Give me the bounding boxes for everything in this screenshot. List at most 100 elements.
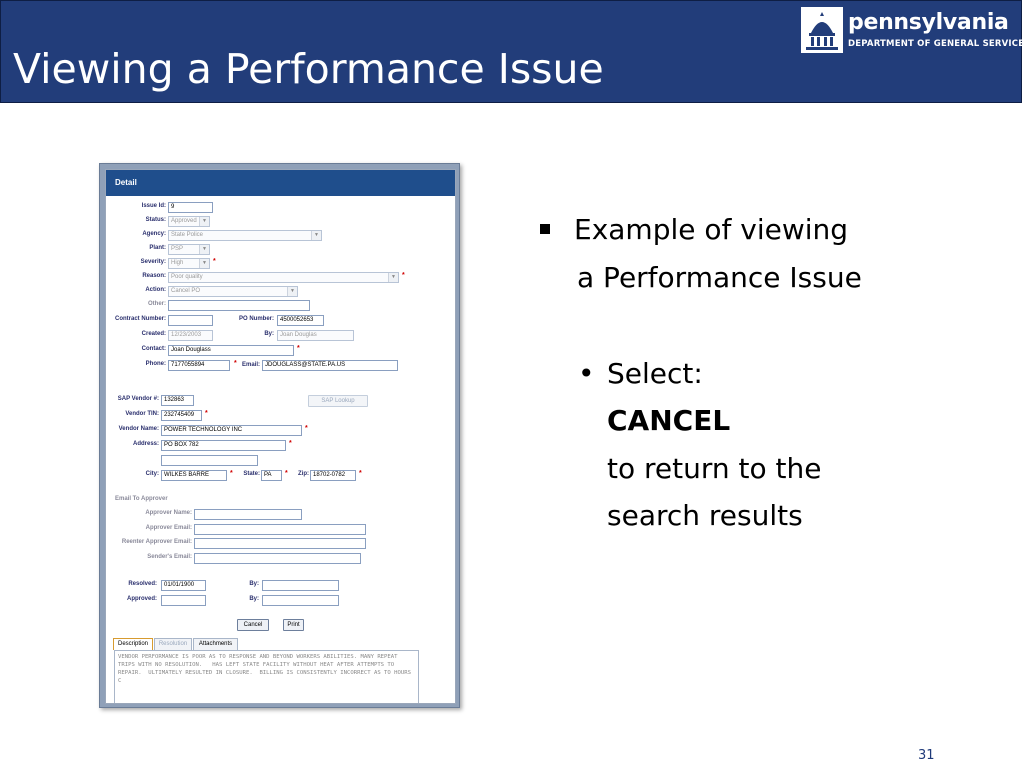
reenter-approver-email-label: Reenter Approver Email:: [121, 539, 192, 545]
phone-field[interactable]: 7177055894: [168, 360, 230, 371]
pa-dgs-logo: pennsylvania DEPARTMENT OF GENERAL SERVI…: [801, 7, 1024, 55]
status-label: Status:: [145, 217, 166, 223]
approved-field[interactable]: [161, 595, 206, 606]
main-bullet-line2: a Performance Issue: [577, 261, 862, 294]
cancel-button[interactable]: Cancel: [237, 619, 269, 631]
phone-label: Phone:: [145, 361, 166, 367]
po-number-field[interactable]: 4500052653: [277, 315, 324, 326]
sub-bullet-line1: Select:: [607, 357, 703, 390]
agency-label: Agency:: [142, 231, 166, 237]
contact-label: Contact:: [141, 346, 166, 352]
address-label: Address:: [132, 441, 159, 447]
resolved-label: Resolved:: [128, 581, 157, 587]
print-button[interactable]: Print: [283, 619, 304, 631]
logo-department: DEPARTMENT OF GENERAL SERVICES: [848, 39, 1024, 49]
required-marker: *: [359, 470, 362, 477]
issue-id-field[interactable]: 9: [168, 202, 213, 213]
email-field[interactable]: JDOUGLASS@STATE.PA.US: [262, 360, 398, 371]
approver-name-field[interactable]: [194, 509, 302, 520]
reason-value: Poor quality: [171, 274, 203, 280]
created-by-field: Joan Douglas: [277, 330, 354, 341]
plant-select[interactable]: PSP ▼: [168, 244, 210, 255]
description-textarea[interactable]: VENDOR PERFORMANCE IS POOR AS TO RESPONS…: [114, 650, 419, 703]
senders-email-field[interactable]: [194, 553, 361, 564]
detail-form: Detail Issue Id: 9 Status: Approved▼ Age…: [105, 169, 456, 704]
required-marker: *: [305, 425, 308, 432]
slide-header: Viewing a Performance Issue pennsylvania…: [0, 0, 1024, 103]
other-field[interactable]: [168, 300, 310, 311]
issue-id-label: Issue Id:: [141, 203, 166, 209]
required-marker: *: [234, 360, 237, 367]
approved-by-label: By:: [249, 596, 259, 602]
chevron-down-icon: ▼: [311, 231, 321, 240]
created-label: Created:: [141, 331, 166, 337]
square-bullet-icon: [540, 224, 550, 234]
reason-label: Reason:: [142, 273, 166, 279]
contact-field[interactable]: Joan Douglass: [168, 345, 294, 356]
required-marker: *: [285, 470, 288, 477]
resolved-by-label: By:: [249, 581, 259, 587]
agency-select[interactable]: State Police ▼: [168, 230, 322, 241]
sub-bullet-cancel: CANCEL: [607, 404, 731, 437]
plant-value: PSP: [171, 246, 184, 252]
created-by-label: By:: [264, 331, 274, 337]
senders-email-label: Sender's Email:: [147, 554, 192, 560]
vendor-tin-label: Vendor TIN:: [125, 411, 159, 417]
severity-select[interactable]: High ▼: [168, 258, 210, 269]
sub-bullet-line3: to return to the: [607, 452, 822, 485]
chevron-down-icon: ▼: [199, 245, 209, 254]
logo-name: pennsylvania: [848, 10, 1009, 35]
city-field[interactable]: WILKES BARRE: [161, 470, 227, 481]
status-select[interactable]: Approved▼: [168, 216, 210, 227]
reenter-approver-email-field[interactable]: [194, 538, 366, 549]
agency-value: State Police: [171, 232, 204, 238]
required-marker: *: [213, 258, 216, 265]
action-label: Action:: [145, 287, 166, 293]
approver-name-label: Approver Name:: [145, 510, 192, 516]
sap-lookup-button[interactable]: SAP Lookup: [308, 395, 368, 407]
address-field[interactable]: PO BOX 782: [161, 440, 286, 451]
detail-screenshot: Detail Issue Id: 9 Status: Approved▼ Age…: [99, 163, 460, 708]
approver-email-label: Approver Email:: [145, 525, 192, 531]
detail-header-bar: Detail: [106, 170, 455, 196]
detail-header-title: Detail: [115, 178, 137, 187]
tab-attachments[interactable]: Attachments: [193, 638, 238, 650]
capitol-dome-icon: [801, 7, 843, 53]
created-field: 12/23/2003: [168, 330, 213, 341]
chevron-down-icon: ▼: [199, 259, 209, 268]
sub-bullet-line4: search results: [607, 499, 803, 532]
vendor-name-field[interactable]: POWER TECHNOLOGY INC: [161, 425, 302, 436]
vendor-name-label: Vendor Name:: [118, 426, 159, 432]
status-value: Approved: [171, 218, 197, 224]
main-bullet-line1: Example of viewing: [574, 213, 849, 246]
approved-by-field[interactable]: [262, 595, 339, 606]
contract-number-field[interactable]: [168, 315, 213, 326]
tab-resolution[interactable]: Resolution: [154, 638, 192, 650]
zip-field[interactable]: 18702-0782: [310, 470, 356, 481]
sap-vendor-field[interactable]: 132863: [161, 395, 194, 406]
required-marker: *: [402, 272, 405, 279]
slide-title: Viewing a Performance Issue: [13, 45, 604, 93]
po-number-label: PO Number:: [238, 316, 274, 322]
address-line2-field[interactable]: [161, 455, 258, 466]
required-marker: *: [230, 470, 233, 477]
resolved-by-field[interactable]: [262, 580, 339, 591]
action-value: Cancel PO: [171, 288, 201, 294]
sap-vendor-label: SAP Vendor #:: [117, 396, 159, 402]
required-marker: *: [289, 440, 292, 447]
chevron-down-icon: ▼: [287, 287, 297, 296]
zip-label: Zip:: [298, 471, 309, 477]
resolved-field[interactable]: 01/01/1900: [161, 580, 206, 591]
tab-description[interactable]: Description: [113, 638, 153, 650]
page-number: 31: [918, 748, 935, 763]
approver-email-field[interactable]: [194, 524, 366, 535]
required-marker: *: [297, 345, 300, 352]
vendor-tin-field[interactable]: 232745409: [161, 410, 202, 421]
severity-value: High: [171, 260, 184, 266]
action-select[interactable]: Cancel PO ▼: [168, 286, 298, 297]
other-label: Other:: [148, 301, 166, 307]
state-field[interactable]: PA: [261, 470, 282, 481]
severity-label: Severity:: [140, 259, 166, 265]
contract-number-label: Contract Number:: [114, 316, 166, 322]
reason-select[interactable]: Poor quality▼: [168, 272, 399, 283]
